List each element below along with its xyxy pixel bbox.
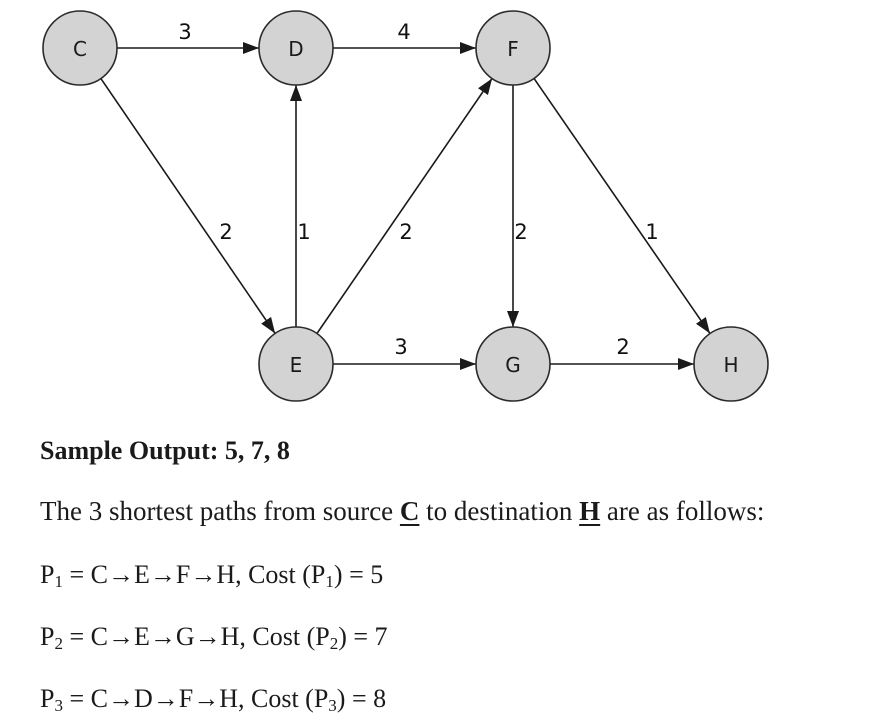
edge-weight-e-d: 1 xyxy=(297,220,310,244)
edge-weight-e-f: 2 xyxy=(399,220,412,244)
node-label: C xyxy=(73,37,87,61)
node-circle xyxy=(475,326,551,402)
edges-layer: 3 4 2 1 2 2 1 3 2 xyxy=(100,20,711,370)
edge-weight-c-d: 3 xyxy=(178,20,191,44)
sample-output-heading: Sample Output: 5, 7, 8 xyxy=(40,436,290,465)
path-route: = C→E→F→H, Cost (P xyxy=(62,560,326,589)
node-label: E xyxy=(290,353,303,377)
edge-weight-c-e: 2 xyxy=(219,220,232,244)
node-f: F xyxy=(475,10,551,86)
path-route: = C→D→F→H, Cost (P xyxy=(62,684,329,713)
edge-e-f xyxy=(316,78,493,334)
node-circle xyxy=(258,10,334,86)
edge-f-h xyxy=(533,78,711,334)
cost-index: 3 xyxy=(328,696,337,715)
description-prefix: The 3 shortest paths from source xyxy=(40,496,400,526)
node-label: H xyxy=(723,353,738,377)
node-d: D xyxy=(258,10,334,86)
path-route: = C→E→G→H, Cost (P xyxy=(62,622,330,651)
node-circle xyxy=(42,10,118,86)
path-line-3: P3 = C→D→F→H, Cost (P3) = 8 xyxy=(40,684,386,714)
node-c: C xyxy=(42,10,118,86)
source-node-label: C xyxy=(399,496,420,526)
path-index: 2 xyxy=(54,634,63,653)
node-circle xyxy=(258,326,334,402)
path-name: P xyxy=(40,560,55,589)
path-index: 3 xyxy=(54,696,63,715)
node-g: G xyxy=(475,326,551,402)
path-name: P xyxy=(40,622,55,651)
node-circle xyxy=(693,326,769,402)
node-label: G xyxy=(505,353,521,377)
node-label: D xyxy=(288,37,303,61)
path-index: 1 xyxy=(54,572,63,591)
destination-node-label: H xyxy=(579,496,601,526)
paths-description: The 3 shortest paths from source C to de… xyxy=(40,496,764,527)
path-cost: ) = 7 xyxy=(338,622,388,651)
node-h: H xyxy=(693,326,769,402)
node-circle xyxy=(475,10,551,86)
cost-index: 1 xyxy=(325,572,334,591)
path-name: P xyxy=(40,684,55,713)
nodes-layer: C D F E G H xyxy=(42,10,769,402)
weighted-directed-graph: 3 4 2 1 2 2 1 3 2 C D F E G H xyxy=(42,10,769,402)
cost-index: 2 xyxy=(329,634,339,653)
edge-weight-f-g: 2 xyxy=(514,220,527,244)
edge-weight-e-g: 3 xyxy=(394,335,407,359)
path-line-1: P1 = C→E→F→H, Cost (P1) = 5 xyxy=(40,560,383,590)
path-line-2: P2 = C→E→G→H, Cost (P2) = 7 xyxy=(40,622,388,652)
path-cost: ) = 8 xyxy=(336,684,387,713)
path-cost: ) = 5 xyxy=(333,560,384,589)
edge-weight-g-h: 2 xyxy=(616,335,629,359)
description-middle: to destination xyxy=(419,496,580,526)
edge-weight-d-f: 4 xyxy=(397,20,410,44)
node-label: F xyxy=(507,37,519,61)
edge-weight-f-h: 1 xyxy=(645,220,658,244)
description-suffix: are as follows: xyxy=(600,496,765,526)
node-e: E xyxy=(258,326,334,402)
edge-c-e xyxy=(100,78,276,334)
